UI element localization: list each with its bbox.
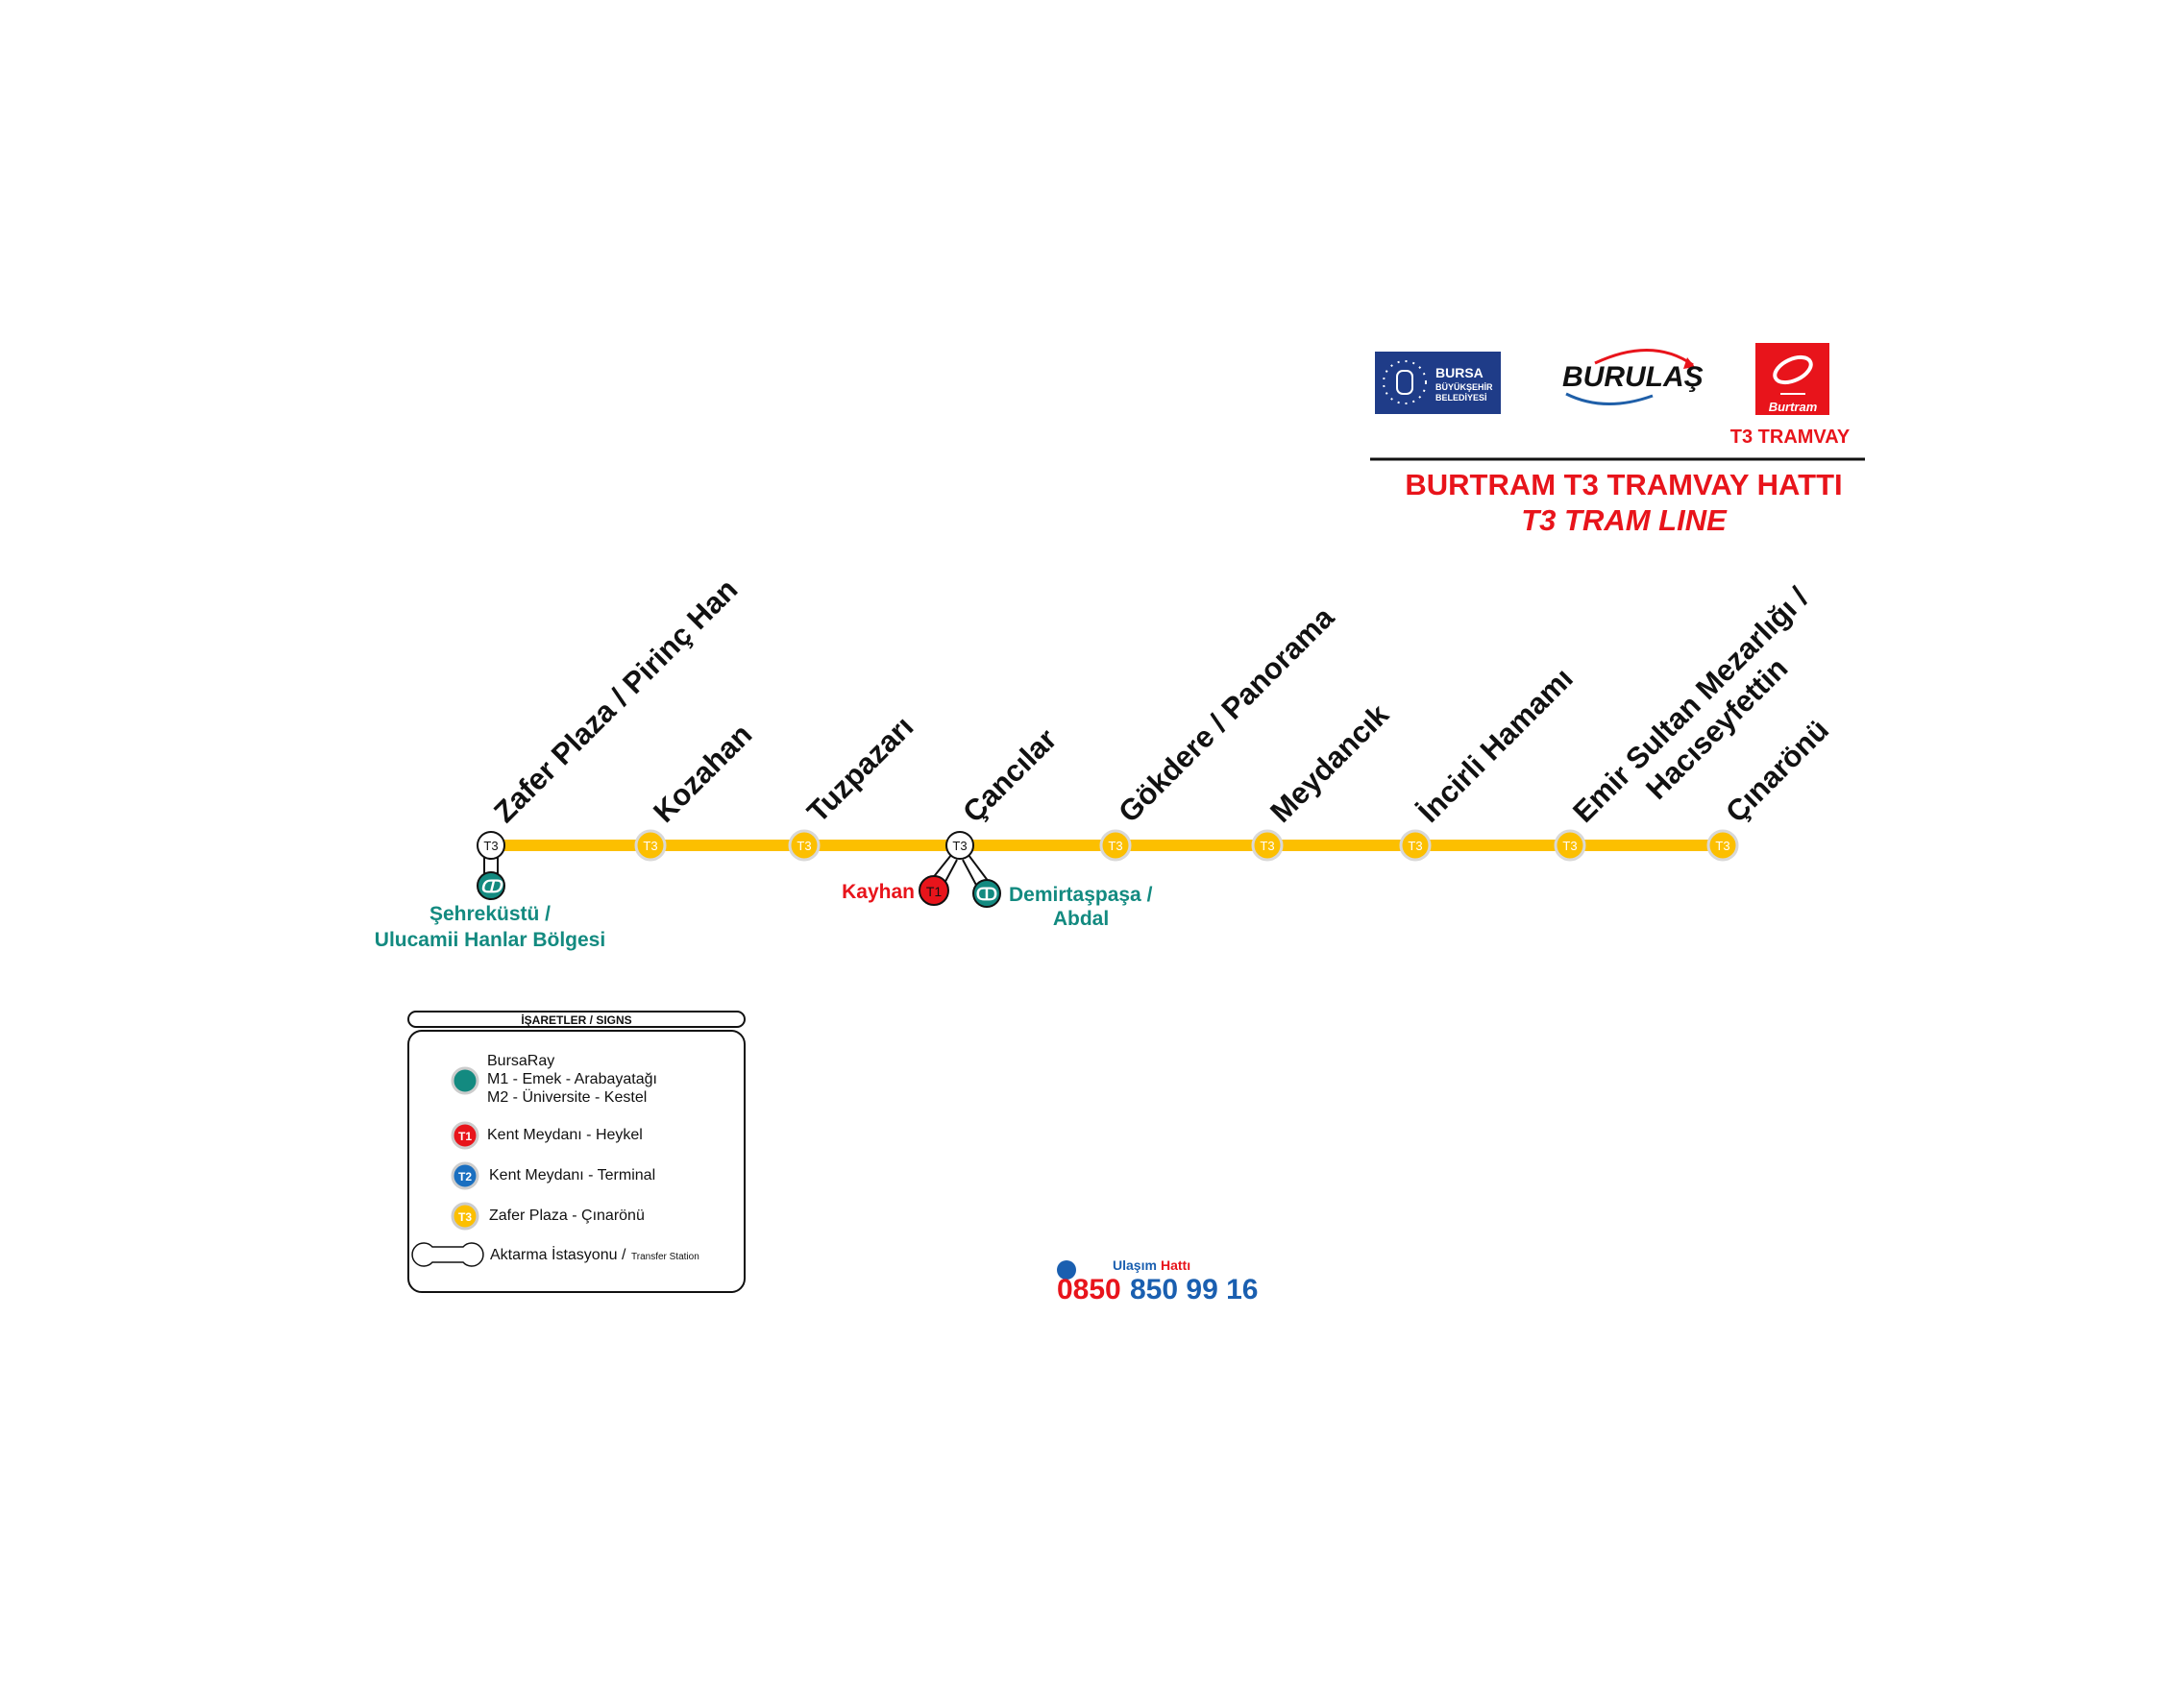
- svg-text:T2: T2: [458, 1170, 472, 1183]
- svg-text:T3: T3: [643, 839, 657, 853]
- svg-text:T3: T3: [952, 839, 967, 853]
- svg-text:T3: T3: [1715, 839, 1729, 853]
- svg-text:Zafer Plaza - Çınarönü: Zafer Plaza - Çınarönü: [489, 1208, 645, 1224]
- svg-text:T3: T3: [458, 1210, 472, 1224]
- station-label: Tuzpazarı: [800, 710, 920, 829]
- svg-text:BursaRay: BursaRay: [487, 1053, 554, 1069]
- svg-text:M1 - Emek - Arabayatağı: M1 - Emek - Arabayatağı: [487, 1071, 657, 1087]
- svg-text:T3: T3: [1408, 839, 1422, 853]
- station-label: Meydancık: [1263, 697, 1395, 829]
- burtram-logo: Burtram: [1755, 343, 1829, 415]
- svg-text:Kent Meydanı - Terminal: Kent Meydanı - Terminal: [489, 1167, 655, 1183]
- svg-text:BELEDİYESİ: BELEDİYESİ: [1435, 393, 1487, 403]
- svg-text:Transfer Station: Transfer Station: [631, 1252, 699, 1262]
- tramvay-label: T3 TRAMVAY: [1730, 427, 1851, 448]
- svg-text:0850: 0850: [1057, 1274, 1121, 1305]
- svg-text:T3: T3: [797, 839, 811, 853]
- transfer-label: Demirtaşpaşa /: [1009, 884, 1153, 906]
- svg-text:T1: T1: [458, 1130, 472, 1143]
- transfer-label: Kayhan: [842, 881, 915, 903]
- hotline: Ulaşım Hattı 0850 850 99 16: [1057, 1257, 1258, 1305]
- svg-text:T3: T3: [1562, 839, 1577, 853]
- svg-text:Ulaşım: Ulaşım: [1113, 1257, 1157, 1273]
- svg-text:ↀ: ↀ: [480, 877, 504, 896]
- transfer-label: Ulucamii Hanlar Bölgesi: [375, 929, 605, 951]
- svg-text:BÜYÜKŞEHİR: BÜYÜKŞEHİR: [1435, 382, 1493, 392]
- station-label: İncirli Hamamı: [1411, 661, 1580, 829]
- station-marker[interactable]: T3: [1554, 829, 1586, 862]
- svg-text:BURSA: BURSA: [1435, 365, 1484, 380]
- t1-icon: T1: [919, 875, 949, 906]
- station-marker[interactable]: T3: [634, 829, 667, 862]
- svg-text:BURULAŞ: BURULAŞ: [1562, 361, 1704, 393]
- station-marker[interactable]: T3: [1706, 829, 1739, 862]
- bursa-logo: BURSA BÜYÜKŞEHİR BELEDİYESİ: [1375, 352, 1501, 414]
- svg-text:M2 - Üniversite - Kestel: M2 - Üniversite - Kestel: [487, 1088, 647, 1106]
- svg-text:850 99 16: 850 99 16: [1130, 1274, 1258, 1305]
- station-marker[interactable]: T3: [788, 829, 821, 862]
- legend: İŞARETLER / SIGNS BursaRay M1 - Emek - A…: [407, 1011, 746, 1293]
- station-marker[interactable]: T3: [1251, 829, 1284, 862]
- svg-text:Hattı: Hattı: [1161, 1257, 1190, 1273]
- transfer-station-icon: [411, 1242, 484, 1267]
- transfer-label: Şehreküstü /: [429, 903, 551, 925]
- page-subtitle: T3 TRAM LINE: [1521, 503, 1728, 537]
- station-label: Çancılar: [956, 722, 1063, 829]
- svg-text:Kent Meydanı - Heykel: Kent Meydanı - Heykel: [487, 1127, 643, 1143]
- svg-text:T1: T1: [926, 884, 943, 899]
- station-marker[interactable]: T3: [1399, 829, 1432, 862]
- t3-icon: [451, 1202, 479, 1231]
- t1-icon: [451, 1121, 479, 1150]
- svg-text:T3: T3: [1108, 839, 1122, 853]
- station-label: Kozahan: [647, 718, 758, 829]
- bursaray-icon: ↀ: [477, 871, 505, 900]
- svg-text:İŞARETLER / SIGNS: İŞARETLER / SIGNS: [521, 1013, 631, 1027]
- svg-text:T3: T3: [1260, 839, 1274, 853]
- station-marker[interactable]: T3: [1099, 829, 1132, 862]
- station-marker[interactable]: T3: [945, 831, 974, 860]
- page-title: BURTRAM T3 TRAMVAY HATTI: [1405, 468, 1842, 501]
- phone-head-icon: [1057, 1260, 1076, 1280]
- svg-text:Aktarma İstasyonu /: Aktarma İstasyonu /: [490, 1245, 626, 1263]
- svg-text:T3: T3: [483, 839, 498, 853]
- burulas-logo: BURULAŞ: [1562, 349, 1704, 405]
- t2-icon: [451, 1161, 479, 1190]
- bursaray-icon: ↀ: [972, 879, 1001, 908]
- svg-text:Burtram: Burtram: [1769, 400, 1818, 414]
- transfer-label: Abdal: [1053, 908, 1109, 930]
- station-marker[interactable]: T3: [477, 831, 505, 860]
- bursaray-icon: [451, 1066, 479, 1095]
- transfer-connector: [927, 854, 993, 890]
- svg-text:ↀ: ↀ: [976, 885, 997, 904]
